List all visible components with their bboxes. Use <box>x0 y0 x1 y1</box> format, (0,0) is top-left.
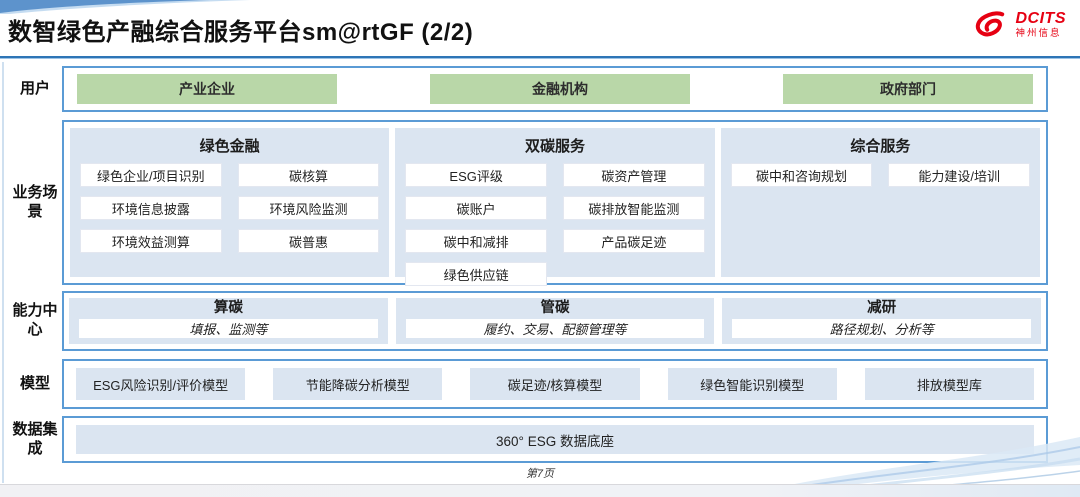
dcits-logo-text: DCITS 神州信息 <box>1016 11 1067 39</box>
model-item: 碳足迹/核算模型 <box>470 368 640 400</box>
logo-brand: DCITS <box>1015 10 1066 28</box>
scenario-item: 碳资产管理 <box>562 163 705 187</box>
row-scenarios: 业务场景 绿色金融 绿色企业/项目识别 碳核算 环境信息披露 环境风险监测 环境… <box>8 120 1048 286</box>
scenario-item: 环境风险监测 <box>237 196 380 220</box>
data-integration-box: 360° ESG 数据底座 <box>62 416 1048 463</box>
scenario-column-title: 双碳服务 <box>524 138 585 155</box>
row-data-integration: 数据集成 360° ESG 数据底座 <box>8 416 1048 463</box>
capability-title: 管碳 <box>540 300 570 316</box>
scenario-column-comprehensive: 综合服务 碳中和咨询规划 能力建设/培训 <box>720 128 1040 277</box>
scenario-item: 环境信息披露 <box>80 196 222 220</box>
capability-desc: 路径规划、分析等 <box>732 319 1032 338</box>
scenario-column-title: 综合服务 <box>850 138 911 155</box>
title-underline <box>0 56 1080 59</box>
scenario-items-grid: ESG评级 碳资产管理 碳账户 碳排放智能监测 碳中和减排 产品碳足迹 绿色供应… <box>405 163 705 286</box>
row-models: 模型 ESG风险识别/评价模型 节能降碳分析模型 碳足迹/核算模型 绿色智能识别… <box>8 359 1048 409</box>
capability-carbon-management: 管碳 履约、交易、配额管理等 <box>395 298 715 344</box>
row-scenarios-label: 业务场景 <box>12 183 58 220</box>
row-data-integration-label: 数据集成 <box>12 420 58 457</box>
user-industry-enterprise: 产业企业 <box>77 74 337 104</box>
user-financial-institution: 金融机构 <box>430 74 690 104</box>
model-item: ESG风险识别/评价模型 <box>76 368 246 400</box>
users-box: 产业企业 金融机构 政府部门 <box>62 66 1048 112</box>
scenario-column-dual-carbon: 双碳服务 ESG评级 碳资产管理 碳账户 碳排放智能监测 碳中和减排 产品碳足迹… <box>395 128 715 286</box>
scenario-item: 碳普惠 <box>237 229 380 253</box>
scenario-column-title: 绿色金融 <box>199 138 260 155</box>
scenario-item: 碳核算 <box>237 163 380 187</box>
capability-carbon-reduction: 减研 路径规划、分析等 <box>722 298 1042 344</box>
capability-desc: 填报、监测等 <box>79 319 378 338</box>
scenario-item: 碳排放智能监测 <box>562 196 705 220</box>
scenario-item: 产品碳足迹 <box>562 229 705 253</box>
scenario-item: 碳中和咨询规划 <box>730 163 873 187</box>
model-item: 排放模型库 <box>864 368 1035 400</box>
capability-desc: 履约、交易、配额管理等 <box>405 319 705 338</box>
capabilities-box: 算碳 填报、监测等 管碳 履约、交易、配额管理等 减研 路径规划、分析等 <box>62 291 1048 351</box>
top-swoosh-decoration <box>0 0 250 14</box>
page-title: 数智绿色产融综合服务平台sm@rtGF (2/2) <box>8 19 474 46</box>
left-accent-line <box>2 62 4 483</box>
scenario-item: 碳账户 <box>405 196 547 220</box>
capability-title: 算碳 <box>213 300 243 316</box>
footer-divider <box>0 484 1080 485</box>
logo-sub: 神州信息 <box>1015 28 1062 40</box>
capability-carbon-accounting: 算碳 填报、监测等 <box>69 298 388 344</box>
capability-title: 减研 <box>867 300 897 316</box>
scenario-item: 绿色企业/项目识别 <box>80 163 222 187</box>
models-box: ESG风险识别/评价模型 节能降碳分析模型 碳足迹/核算模型 绿色智能识别模型 … <box>62 359 1048 409</box>
architecture-diagram: 用户 产业企业 金融机构 政府部门 业务场景 绿色金融 绿色企业/项目识别 碳核… <box>8 66 1048 463</box>
model-item: 节能降碳分析模型 <box>273 368 443 400</box>
row-users: 用户 产业企业 金融机构 政府部门 <box>8 66 1048 112</box>
user-government: 政府部门 <box>783 74 1033 104</box>
scenario-item: 能力建设/培训 <box>888 163 1030 187</box>
scenario-item: 环境效益测算 <box>80 229 222 253</box>
data-foundation-item: 360° ESG 数据底座 <box>76 425 1034 454</box>
scenarios-box: 绿色金融 绿色企业/项目识别 碳核算 环境信息披露 环境风险监测 环境效益测算 … <box>62 120 1048 286</box>
scenario-item: 碳中和减排 <box>405 229 547 253</box>
row-models-label: 模型 <box>19 374 50 392</box>
scenario-items-grid: 绿色企业/项目识别 碳核算 环境信息披露 环境风险监测 环境效益测算 碳普惠 <box>80 163 380 253</box>
model-item: 绿色智能识别模型 <box>667 368 837 400</box>
dcits-logo: DCITS 神州信息 <box>972 10 1067 40</box>
row-capabilities-label: 能力中心 <box>12 302 58 338</box>
row-users-label: 用户 <box>19 79 50 97</box>
dcits-logo-icon <box>975 11 1004 37</box>
scenario-item: ESG评级 <box>405 163 547 187</box>
footer-strip <box>0 485 1080 497</box>
row-capabilities: 能力中心 算碳 填报、监测等 管碳 履约、交易、配额管理等 减研 路径规划、分析… <box>8 291 1048 351</box>
page-number: 第7页 <box>525 468 555 480</box>
scenario-item: 绿色供应链 <box>405 262 547 286</box>
scenario-items-grid: 碳中和咨询规划 能力建设/培训 <box>730 163 1030 187</box>
scenario-column-green-finance: 绿色金融 绿色企业/项目识别 碳核算 环境信息披露 环境风险监测 环境效益测算 … <box>70 128 390 277</box>
